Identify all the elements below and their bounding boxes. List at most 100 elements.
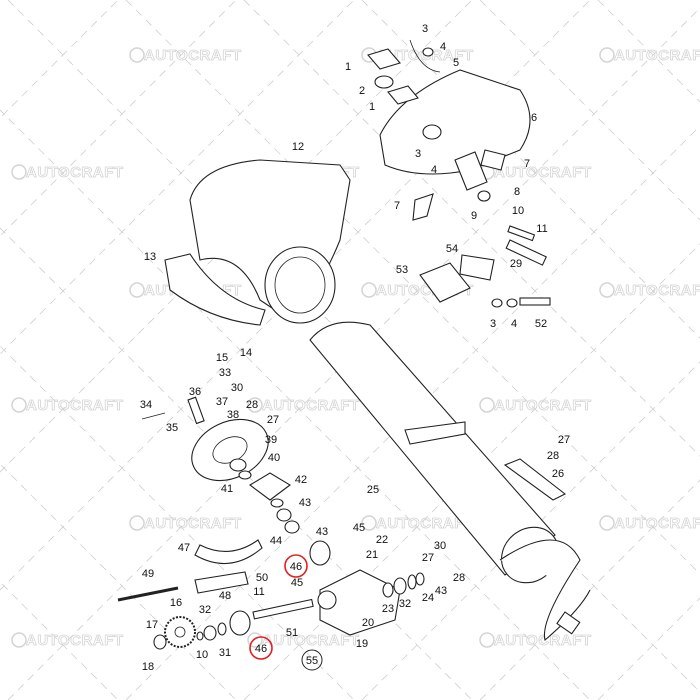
watermark-logo: AUTOCRAFT	[129, 515, 242, 532]
callout-33: 33	[219, 367, 231, 379]
callout-4: 4	[440, 41, 446, 53]
callout-47: 47	[178, 542, 190, 554]
svg-text:AUTOCRAFT: AUTOCRAFT	[376, 515, 474, 532]
bearing-23	[382, 582, 394, 598]
brace-47	[194, 539, 263, 565]
watermark-logo: AUTOCRAFT	[129, 47, 242, 64]
watermark-logo: AUTOCRAFT	[479, 397, 592, 414]
callout-3: 3	[490, 318, 496, 330]
callout-14: 14	[240, 347, 252, 359]
sprocket-16	[164, 616, 196, 648]
callout-24: 24	[422, 592, 434, 604]
callout-31: 31	[219, 647, 231, 659]
callout-32: 32	[199, 604, 211, 616]
bearing-2	[374, 75, 394, 89]
svg-text:AUTOCRAFT: AUTOCRAFT	[614, 282, 700, 299]
callout-36: 36	[189, 386, 201, 398]
watermark-logo: AUTOCRAFT	[247, 397, 360, 414]
watermark-logo: AUTOCRAFT	[361, 515, 474, 532]
flange-42	[249, 472, 291, 501]
pin	[507, 225, 536, 242]
grid-line	[125, 125, 700, 700]
clip	[409, 39, 441, 73]
callout-43: 43	[299, 497, 311, 509]
callout-21: 21	[366, 549, 378, 561]
callout-27: 27	[267, 414, 279, 426]
auger-bearing	[556, 611, 581, 635]
bearing-40	[229, 458, 247, 472]
scroll-plate	[164, 253, 266, 326]
callout-20: 20	[362, 617, 374, 629]
callout-1: 1	[345, 61, 351, 73]
watermark-logo: AUTOCRAFT	[599, 282, 700, 299]
grid-line	[597, 0, 700, 103]
callout-10: 10	[196, 649, 208, 661]
callout-9: 9	[471, 210, 477, 222]
svg-text:AUTOCRAFT: AUTOCRAFT	[494, 397, 592, 414]
deflector-housing	[379, 69, 531, 175]
gearbox-port	[317, 590, 337, 610]
hub-17	[153, 634, 167, 650]
callout-3: 3	[422, 23, 428, 35]
bracket-53	[419, 262, 471, 303]
bearing-32	[393, 577, 407, 595]
callout-28: 28	[453, 572, 465, 584]
nut	[422, 47, 434, 57]
grid-line	[0, 0, 473, 473]
cover-26	[503, 458, 567, 501]
parts	[117, 39, 591, 650]
callout-27: 27	[558, 434, 570, 446]
bearing-44	[284, 520, 300, 534]
bracket	[480, 149, 506, 171]
svg-text:AUTOCRAFT: AUTOCRAFT	[262, 632, 360, 649]
callout-2: 2	[359, 85, 365, 97]
callout-49: 49	[142, 568, 154, 580]
bracket-plate	[404, 421, 466, 445]
callout-41: 41	[221, 483, 233, 495]
pin-34	[141, 412, 166, 420]
bracket	[454, 151, 488, 191]
highlighted-callout-46[interactable]: 46	[290, 561, 302, 573]
grid-line	[597, 597, 700, 700]
callout-16: 16	[170, 597, 182, 609]
gearbox-20	[319, 569, 401, 636]
callout-10: 10	[512, 205, 524, 217]
callout-32: 32	[399, 598, 411, 610]
grid-line	[0, 0, 355, 355]
callout-13: 13	[144, 251, 156, 263]
callout-54: 54	[446, 243, 458, 255]
tube	[309, 321, 556, 576]
callout-29: 29	[510, 258, 522, 270]
washer-41	[238, 470, 252, 480]
callout-42: 42	[295, 474, 307, 486]
svg-text:AUTOCRAFT: AUTOCRAFT	[144, 515, 242, 532]
watermark-logo: AUTOCRAFT	[599, 47, 700, 64]
callout-43: 43	[316, 526, 328, 538]
bracket-54	[459, 254, 495, 281]
callout-17: 17	[146, 619, 158, 631]
highlighted-callout-46[interactable]: 46	[255, 643, 267, 655]
callout-3: 3	[415, 148, 421, 160]
svg-text:AUTOCRAFT: AUTOCRAFT	[144, 47, 242, 64]
washer	[506, 298, 518, 308]
callout-28: 28	[547, 450, 559, 462]
grid-line	[0, 463, 237, 700]
assembly-ring	[301, 649, 323, 671]
shaft-29	[505, 239, 547, 266]
bevel-gear	[309, 540, 331, 566]
callout-38: 38	[227, 409, 239, 421]
callout-48: 48	[219, 590, 231, 602]
callout-4: 4	[511, 318, 517, 330]
flange	[367, 48, 401, 70]
watermark-logo: AUTOCRAFT	[11, 397, 123, 414]
callout-30: 30	[231, 382, 243, 394]
callout-12: 12	[292, 141, 304, 153]
watermark-logo: AUTOCRAFT	[11, 164, 123, 181]
ring-31	[217, 622, 227, 636]
callout-50: 50	[256, 572, 268, 584]
grid-line	[0, 345, 355, 700]
washer-10	[196, 631, 204, 641]
svg-text:AUTOCRAFT: AUTOCRAFT	[262, 397, 360, 414]
